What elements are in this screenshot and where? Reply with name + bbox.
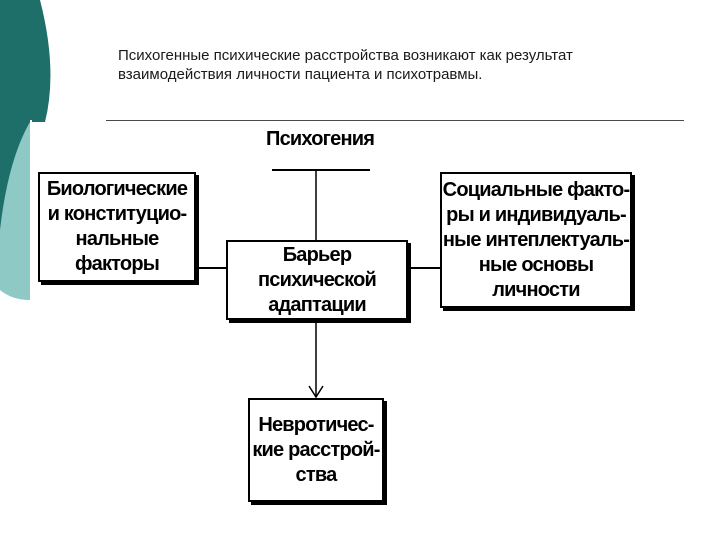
slide-header: Психогенные психические расстройства воз… [118,47,573,83]
white-cutout [30,120,32,300]
node-social: Социальные факто- ры и индивидуаль- ные … [440,172,632,308]
node-biological: Биологические и конституцио- нальные фак… [38,172,196,282]
node-neurotic: Невротичес- кие расстрой- ства [248,398,384,502]
header-divider [106,120,684,121]
node-barrier: Барьер психической адаптации [226,240,408,320]
teal-dark-arc [0,0,51,230]
arrow-head [308,385,324,399]
node-psychogenesis: Психогения [266,128,375,150]
